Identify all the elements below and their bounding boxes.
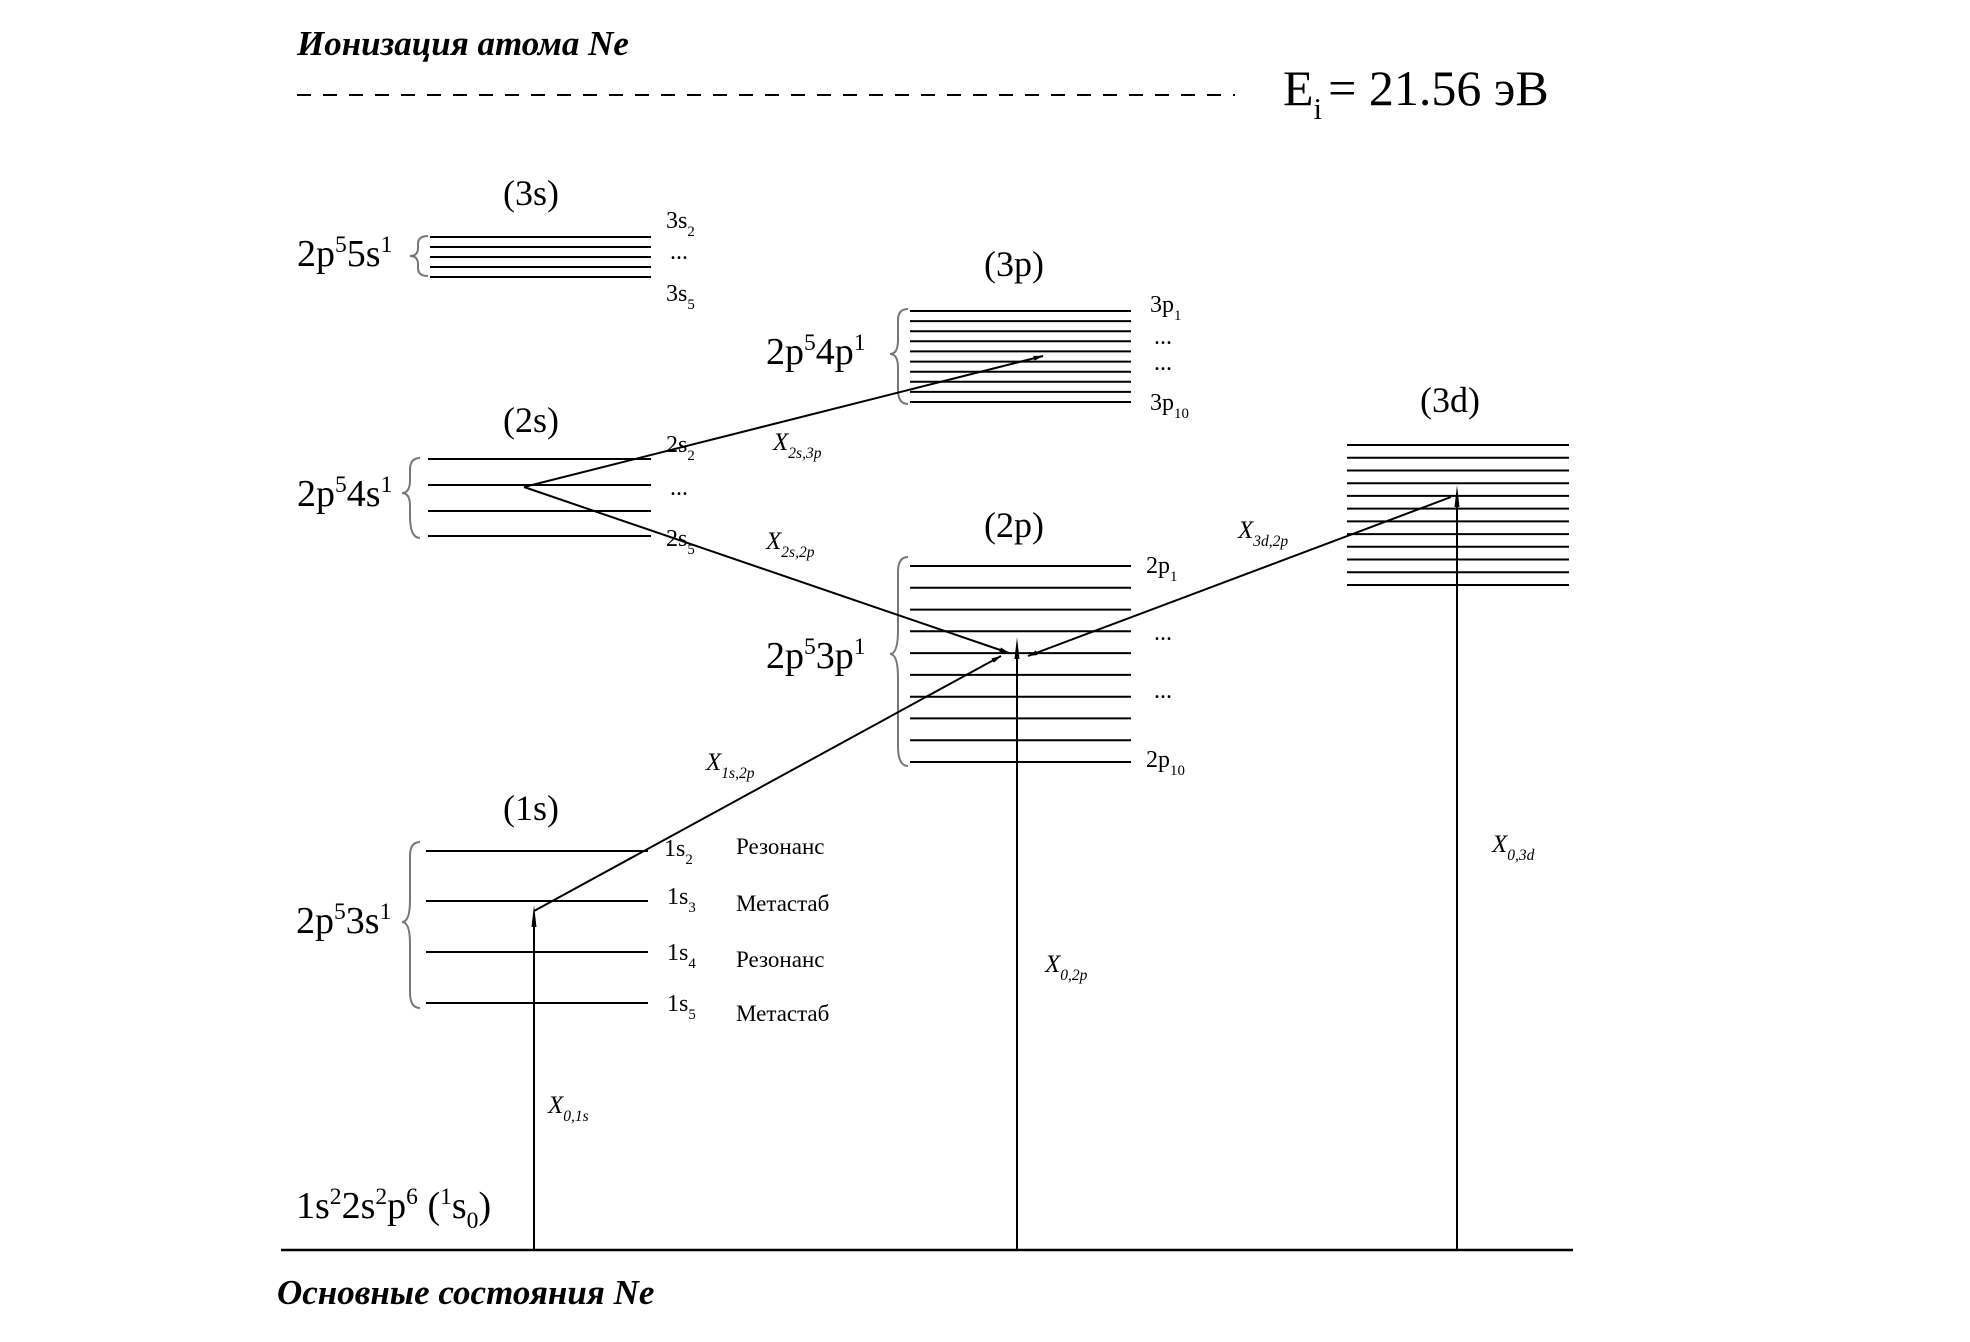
level-label-3p1: 3p1 <box>1150 292 1181 324</box>
level-label-3p10: 3p10 <box>1150 390 1189 422</box>
group-2p-name: (2p) <box>984 505 1044 545</box>
group-2p-brace <box>889 556 909 767</box>
level-note: Резонанс <box>736 834 824 859</box>
group-3d-name: (3d) <box>1420 380 1480 420</box>
group-3p-brace <box>889 308 909 405</box>
group-2p-levels <box>910 565 1131 763</box>
group-2p-config: 2p53p1 <box>766 634 866 677</box>
level-label-1s5: 1s5 <box>667 991 696 1023</box>
transition-arrow-2s-2p <box>523 486 1010 654</box>
transition-arrow-1s-2p <box>533 655 1002 912</box>
transition-arrow-2s-3p <box>523 355 1044 488</box>
group-1s-config: 2p53s1 <box>296 899 391 942</box>
level-note: Метастаб <box>736 1001 829 1026</box>
level-dots: ... <box>1154 620 1172 646</box>
transition-label-0-3d: X0,3d <box>1491 831 1535 864</box>
group-3s-config: 2p55s1 <box>297 232 392 275</box>
ionization-energy: Ei= 21.56 эВ <box>1283 60 1549 126</box>
group-3p-config: 2p54p1 <box>766 330 866 373</box>
level-dots: ... <box>1154 350 1172 376</box>
level-label-3s2: 3s2 <box>666 208 695 240</box>
transition-label-0-2p: X0,2p <box>1044 951 1088 984</box>
transition-label-1s-2p: X1s,2p <box>705 749 755 782</box>
level-note: Метастаб <box>736 891 829 916</box>
ground-state-title: Основные состояния Ne <box>277 1273 654 1312</box>
transition-label-3d-2p: X3d,2p <box>1237 517 1288 550</box>
level-label-3s5: 3s5 <box>666 281 695 313</box>
ground-state-config: 1s22s2p6 (1s0) <box>296 1184 491 1234</box>
group-2s-name: (2s) <box>503 400 559 440</box>
group-3p-levels <box>910 310 1131 403</box>
group-2s-levels <box>428 458 651 537</box>
level-label-2p10: 2p10 <box>1146 747 1185 779</box>
level-dots: ... <box>1154 324 1172 350</box>
transition-arrow-3d-2p <box>1027 496 1452 657</box>
group-1s-brace <box>401 841 421 1009</box>
level-dots: ... <box>670 475 688 501</box>
level-dots: ... <box>670 239 688 265</box>
group-2s-config: 2p54s1 <box>297 472 392 515</box>
group-3s-levels <box>430 236 651 278</box>
level-label-2s5: 2s5 <box>666 526 695 558</box>
group-3s-name: (3s) <box>503 173 559 213</box>
group-3p-name: (3p) <box>984 244 1044 284</box>
transition-label-2s-3p: X2s,3p <box>772 429 822 462</box>
group-1s-name: (1s) <box>503 788 559 828</box>
level-label-1s4: 1s4 <box>667 940 696 972</box>
transition-label-2s-2p: X2s,2p <box>765 528 815 561</box>
group-3s-brace <box>409 235 429 277</box>
level-label-2p1: 2p1 <box>1146 553 1177 585</box>
group-1s-levels <box>426 850 648 1004</box>
level-label-1s2: 1s2 <box>664 836 693 868</box>
transition-label-0-1s: X0,1s <box>547 1092 589 1125</box>
level-label-2s2: 2s2 <box>666 432 695 464</box>
group-2s-brace <box>401 457 421 539</box>
level-note: Резонанс <box>736 947 824 972</box>
level-dots: ... <box>1154 678 1172 704</box>
level-label-1s3: 1s3 <box>667 884 696 916</box>
ionization-title: Ионизация атома Ne <box>296 24 629 63</box>
